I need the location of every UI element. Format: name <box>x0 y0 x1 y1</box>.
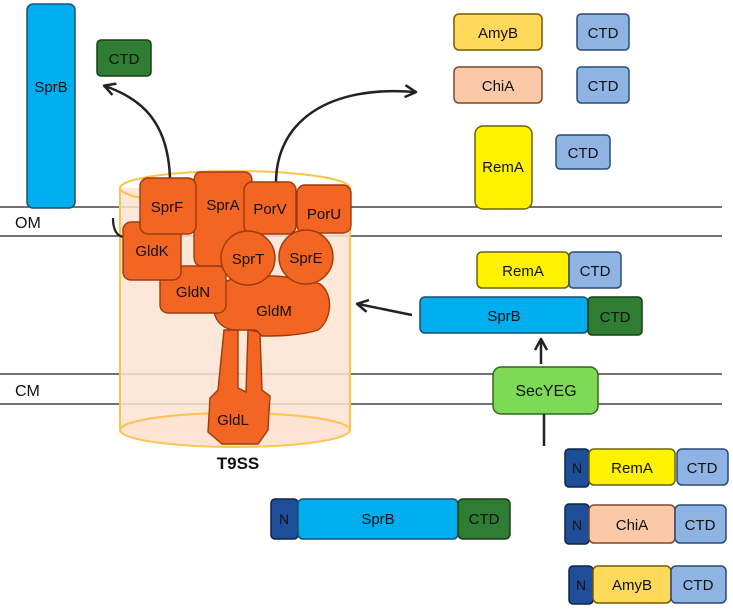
gldl-label: GldL <box>217 412 249 429</box>
ctd-sprb-periplasmic <box>587 296 643 336</box>
t9ss-title: T9SS <box>217 454 260 473</box>
ctd-rema-periplasmic <box>568 251 622 289</box>
ctd-rema-periplasmic-label: CTD <box>580 263 611 280</box>
sprt-shape <box>220 230 276 286</box>
chia-secreted <box>453 66 543 104</box>
n-chia-label: N <box>572 517 582 533</box>
rema-precursor <box>588 448 676 486</box>
n-sprb-label: N <box>279 511 289 527</box>
amyb-precursor-label: AmyB <box>612 577 652 594</box>
cytoplasmic-membrane <box>0 373 722 405</box>
n-rema-label: N <box>572 460 582 476</box>
spre-label: SprE <box>289 250 322 267</box>
porv-label: PorV <box>253 201 286 218</box>
ctd-rema-precursor-label: CTD <box>687 460 718 477</box>
poru-label: PorU <box>307 206 341 223</box>
sprt-label: SprT <box>232 251 265 268</box>
gldm-label: GldM <box>256 303 292 320</box>
chia-precursor-label: ChiA <box>616 517 649 534</box>
ctd-amyb-precursor <box>670 565 727 604</box>
arrow-to-t9ss <box>358 304 413 317</box>
ctd-sprb-precursor <box>457 498 511 540</box>
rema-precursor-label: RemA <box>611 460 653 477</box>
sprb-surface-label: SprB <box>34 79 67 96</box>
gldk-label: GldK <box>135 243 168 260</box>
ctd-sprb-precursor-label: CTD <box>469 511 500 528</box>
gldl-shape <box>207 329 271 445</box>
amyb-secreted <box>453 13 543 51</box>
secyeg-translocon <box>492 366 599 415</box>
sprf-label: SprF <box>151 199 184 216</box>
cm-label: CM <box>15 383 40 400</box>
poru-shape <box>296 184 352 234</box>
ctd-chia-precursor-label: CTD <box>685 517 716 534</box>
ctd-chia-released-label: CTD <box>588 78 619 95</box>
ctd-chia-precursor <box>674 504 727 544</box>
outer-membrane <box>0 206 722 237</box>
n-amyb-label: N <box>576 577 586 593</box>
porv-shape <box>243 181 297 235</box>
ctd-rema-precursor <box>676 448 729 486</box>
rema-periplasmic-label: RemA <box>502 263 544 280</box>
secyeg-label: SecYEG <box>515 383 576 400</box>
ctd-amyb-released <box>576 13 630 51</box>
arrow-ctd-release <box>105 86 172 179</box>
chia-secreted-label: ChiA <box>482 78 515 95</box>
ctd-rema-released <box>555 134 611 170</box>
ctd-rema-released-label: CTD <box>568 145 599 162</box>
ctd-released-dark-label: CTD <box>109 51 140 68</box>
ctd-amyb-released-label: CTD <box>588 25 619 42</box>
rema-surface-label: RemA <box>482 159 524 176</box>
sprb-periplasmic-label: SprB <box>487 308 520 325</box>
om-label: OM <box>15 215 41 232</box>
gldn-label: GldN <box>176 284 210 301</box>
spra-label: SprA <box>206 197 239 214</box>
ctd-amyb-precursor-label: CTD <box>683 577 714 594</box>
sprf-shape <box>139 177 197 235</box>
t9ss-complex <box>122 171 352 445</box>
ctd-sprb-periplasmic-label: CTD <box>600 309 631 326</box>
arrow-substrate-release <box>274 91 415 186</box>
ctd-released-dark <box>96 39 152 77</box>
ctd-chia-released <box>576 66 630 104</box>
rema-surface <box>474 125 533 210</box>
amyb-secreted-label: AmyB <box>478 25 518 42</box>
spre-shape <box>278 229 334 285</box>
sprb-surface-bar <box>26 3 76 209</box>
sprb-precursor-label: SprB <box>361 511 394 528</box>
